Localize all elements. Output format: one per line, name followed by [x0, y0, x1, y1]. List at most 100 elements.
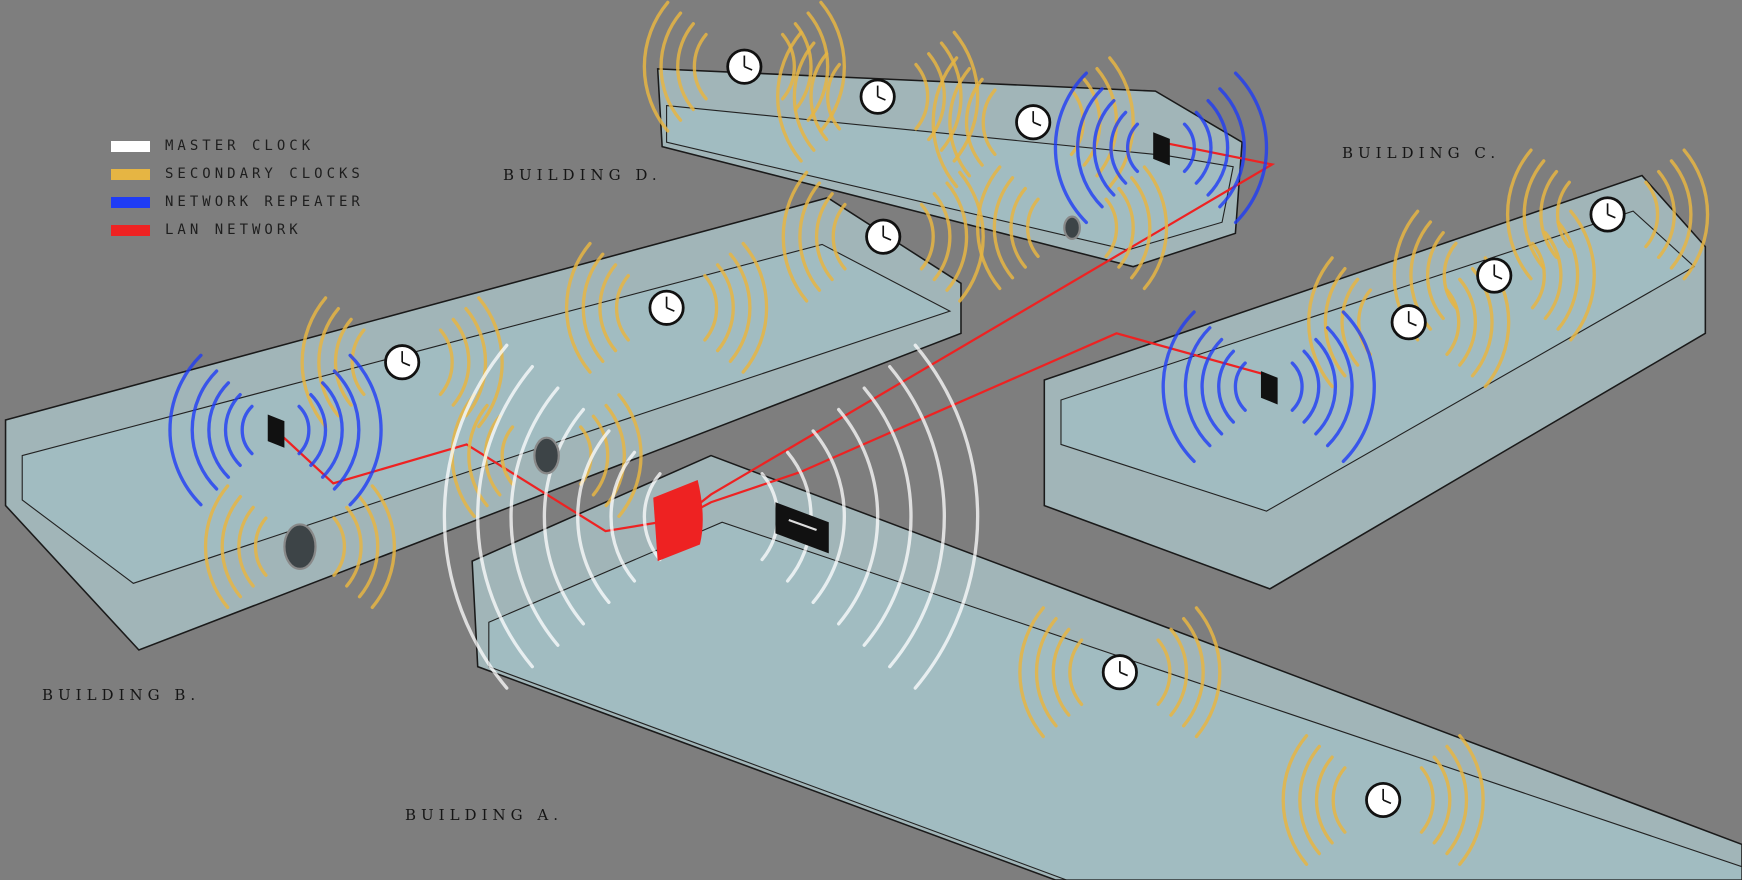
signal-arc: [1341, 310, 1376, 463]
network-repeater-icon: [1260, 371, 1278, 405]
master-clock-icon: [653, 480, 703, 562]
clock-hand: [1032, 121, 1042, 127]
signal-arc: [253, 516, 268, 577]
signal-arc: [1200, 337, 1224, 436]
signal-arc: [1161, 310, 1196, 463]
signal-arc: [1075, 87, 1104, 209]
network-repeater-icon: [267, 414, 285, 448]
signal-arc: [1194, 606, 1222, 739]
signal-arc: [642, 472, 662, 562]
signal-arc: [659, 11, 683, 122]
network-repeater-icon: [1153, 132, 1170, 166]
signal-arc: [1656, 169, 1676, 259]
signal-arc: [1445, 288, 1461, 357]
legend-swatch-blue: [111, 196, 150, 208]
signal-arc: [1217, 349, 1236, 424]
signal-arc: [792, 41, 816, 152]
signal-arc: [1218, 87, 1246, 209]
signal-arc: [1314, 755, 1334, 845]
building-d-shape: [656, 68, 1243, 268]
clock-hand: [401, 361, 411, 367]
signal-arc: [862, 386, 913, 647]
legend-label: NETWORK REPEATER: [165, 194, 364, 210]
signal-arc: [1445, 744, 1469, 856]
signal-arc: [1340, 277, 1360, 367]
devices: [267, 48, 1626, 819]
signal-arc: [811, 429, 847, 605]
clock-hand: [882, 235, 892, 241]
signal-arc: [500, 425, 515, 486]
signal-arc: [1419, 766, 1435, 834]
speaker-icon: [1063, 215, 1081, 241]
signal-arc: [948, 66, 972, 178]
clock-hand: [666, 307, 675, 312]
signal-arc: [1183, 326, 1212, 448]
signal-arc: [333, 317, 353, 407]
signal-arc: [1522, 159, 1546, 270]
signal-arc: [826, 62, 842, 131]
signal-arc: [931, 56, 959, 189]
legend-item-lan-network: LAN NETWORK: [111, 216, 364, 244]
signal-arc: [976, 165, 1002, 291]
building-c-label: BUILDING C.: [1342, 144, 1501, 162]
signal-arc: [168, 353, 203, 507]
signal-arc: [350, 328, 366, 397]
signal-arc: [1233, 71, 1269, 225]
signal-arc: [1034, 616, 1058, 728]
signal-arc: [598, 263, 618, 353]
signal-arc: [300, 296, 328, 429]
signal-arc: [332, 516, 347, 577]
clock-hand: [1607, 213, 1616, 219]
signal-arc: [703, 273, 719, 342]
signal-arc: [1206, 98, 1230, 197]
legend: MASTER CLOCK SECONDARY CLOCKS NETWORK RE…: [111, 132, 364, 244]
signal-arc: [1104, 197, 1119, 259]
signal-arc: [809, 52, 829, 142]
signal-arc: [952, 30, 980, 163]
clock-hand: [744, 65, 753, 71]
signal-arc: [1018, 606, 1045, 739]
building-c-floor: [1060, 210, 1696, 512]
signal-arc: [1117, 186, 1135, 269]
clock-hand: [1408, 321, 1417, 327]
legend-swatch-yellow: [111, 168, 150, 180]
signal-arc: [1556, 220, 1580, 331]
signal-arc: [1314, 337, 1338, 436]
clock-hand: [1382, 799, 1392, 805]
signal-arc: [1182, 616, 1205, 728]
lan-cable: [274, 429, 681, 533]
signal-arc: [728, 252, 752, 364]
legend-label: SECONDARY CLOCKS: [165, 166, 364, 182]
signal-arc: [1323, 266, 1347, 378]
signal-arc: [203, 484, 230, 610]
signal-arc: [1092, 98, 1116, 197]
signal-arc: [798, 181, 822, 292]
signal-arc: [1194, 110, 1213, 185]
signal-arc: [442, 343, 509, 690]
legend-swatch-red: [111, 224, 150, 236]
speaker-icon: [283, 523, 317, 571]
signal-arc: [1053, 71, 1089, 225]
signal-arc: [1425, 231, 1445, 321]
legend-item-secondary-clocks: SECONDARY CLOCKS: [111, 160, 364, 188]
signal-arc: [1331, 766, 1347, 834]
signal-arc: [345, 505, 363, 588]
signal-arc: [309, 392, 328, 468]
building-d-label: BUILDING D.: [503, 166, 662, 184]
signal-arc: [476, 365, 534, 669]
legend-label: MASTER CLOCK: [165, 138, 315, 154]
legend-item-network-repeater: NETWORK REPEATER: [111, 188, 364, 216]
signal-arc: [1290, 361, 1304, 412]
clock-hand: [1119, 671, 1128, 677]
signal-arc: [1109, 110, 1128, 185]
signal-arc: [357, 495, 380, 599]
signal-arc: [964, 77, 984, 167]
signal-arc: [1051, 627, 1071, 717]
signal-arc: [642, 0, 670, 133]
signal-arc: [1432, 755, 1452, 845]
signal-arc: [1555, 180, 1571, 249]
signal-arc: [1142, 165, 1169, 291]
signal-arc: [913, 343, 980, 690]
